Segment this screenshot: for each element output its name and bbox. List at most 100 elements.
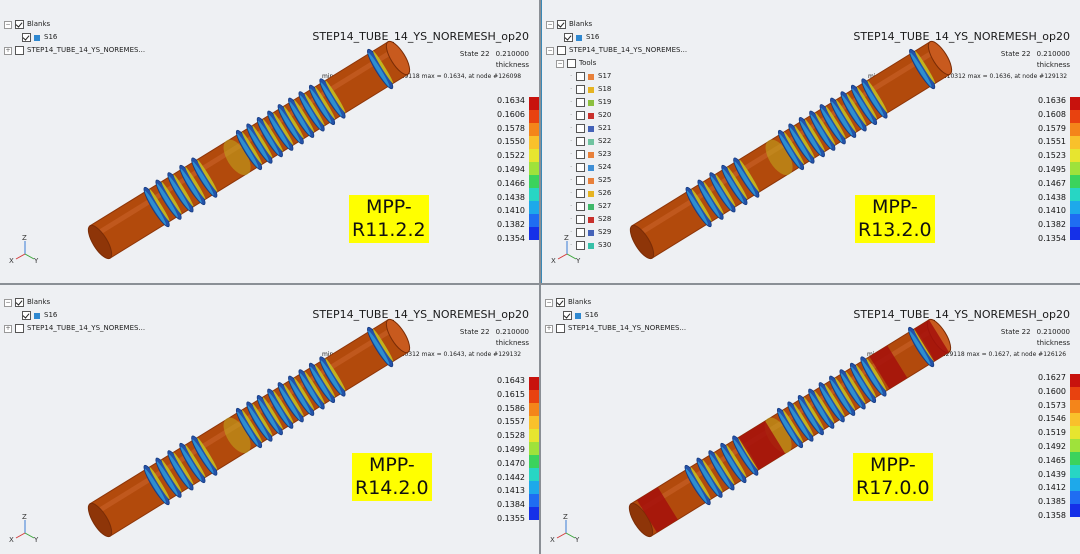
tree-connector: · (570, 163, 573, 171)
ring-edge (727, 166, 748, 200)
checkbox-icon[interactable] (576, 98, 585, 107)
checkbox-icon[interactable] (15, 20, 24, 29)
checkbox-icon[interactable] (576, 176, 585, 185)
tube-model[interactable] (0, 0, 539, 283)
collapse-icon[interactable]: − (556, 59, 564, 68)
tree-row-tool[interactable]: ·S30 (546, 239, 687, 252)
transition-zone (764, 417, 792, 454)
tree-label-blanks: Blanks (569, 20, 593, 28)
tree-row-part[interactable]: S16 (545, 309, 686, 322)
checkbox-icon[interactable] (576, 137, 585, 146)
checkbox-icon[interactable] (15, 298, 24, 307)
ring-inner (368, 330, 390, 365)
collapse-icon[interactable]: − (4, 20, 12, 29)
tree-row-tool[interactable]: ·S17 (546, 70, 687, 83)
tube-model[interactable] (542, 0, 1080, 283)
checkbox-icon[interactable] (563, 311, 572, 320)
tube-model[interactable] (541, 285, 1080, 554)
checkbox-icon[interactable] (576, 189, 585, 198)
tree-row-tool[interactable]: ·S22 (546, 135, 687, 148)
checkbox-icon[interactable] (567, 59, 576, 68)
ring-inner (861, 360, 883, 395)
checkbox-icon[interactable] (556, 324, 565, 333)
tree-row-blanks[interactable]: −Blanks (545, 296, 686, 309)
axis-x-line (557, 253, 568, 260)
tree-row-model[interactable]: +STEP14_TUBE_14_YS_NOREMES... (4, 44, 145, 57)
tree-row-part[interactable]: S16 (4, 31, 145, 44)
forming-ring (267, 110, 294, 151)
axis-y-line (566, 253, 577, 260)
checkbox-icon[interactable] (576, 215, 585, 224)
forming-ring (155, 179, 182, 220)
checkbox-icon[interactable] (576, 72, 585, 81)
tree-row-blanks[interactable]: −Blanks (4, 296, 145, 309)
checkbox-icon[interactable] (557, 20, 566, 29)
axis-x-line (15, 253, 26, 260)
min-max-readout: min = 0.1355, at node #110312 max = 0.16… (322, 351, 522, 358)
checkbox-icon[interactable] (22, 33, 31, 42)
checkbox-icon[interactable] (22, 311, 31, 320)
tree-row-tool[interactable]: ·S25 (546, 174, 687, 187)
forming-ring (733, 157, 760, 198)
checkbox-icon[interactable] (556, 298, 565, 307)
tree-row-part[interactable]: S16 (4, 309, 145, 322)
viewport-bottom-left[interactable]: −Blanks S16 +STEP14_TUBE_14_YS_NOREMES..… (0, 285, 539, 554)
legend-tick-label: 0.1550 (497, 137, 525, 147)
tree-row-tool[interactable]: ·S18 (546, 83, 687, 96)
tree-row-model[interactable]: +STEP14_TUBE_14_YS_NOREMES... (4, 322, 145, 335)
state-value: 0.210000 (495, 50, 529, 58)
tree-row-tool[interactable]: ·S24 (546, 161, 687, 174)
checkbox-icon[interactable] (576, 163, 585, 172)
tree-row-model[interactable]: −STEP14_TUBE_14_YS_NOREMES... (546, 44, 687, 57)
tree-row-model[interactable]: +STEP14_TUBE_14_YS_NOREMES... (545, 322, 686, 335)
expand-icon[interactable]: + (545, 324, 553, 333)
viewport-divider-horizontal[interactable] (0, 283, 1080, 285)
collapse-icon[interactable]: − (546, 20, 554, 29)
tree-row-tool[interactable]: ·S28 (546, 213, 687, 226)
checkbox-icon[interactable] (576, 150, 585, 159)
forming-ring (839, 369, 866, 410)
ring-inner (237, 411, 259, 446)
tool-color-swatch (588, 99, 594, 106)
checkbox-icon[interactable] (576, 241, 585, 250)
tree-row-tool[interactable]: ·S19 (546, 96, 687, 109)
tree-row-part[interactable]: S16 (546, 31, 687, 44)
tree-row-tools[interactable]: −Tools (546, 57, 687, 70)
checkbox-icon[interactable] (576, 228, 585, 237)
viewport-divider-vertical[interactable] (539, 0, 541, 554)
collapse-icon[interactable]: − (546, 46, 554, 55)
checkbox-icon[interactable] (576, 202, 585, 211)
expand-icon[interactable]: + (4, 46, 12, 55)
tube-model[interactable] (0, 285, 539, 554)
legend-tick-label: 0.1636 (1038, 96, 1066, 105)
tree-row-blanks[interactable]: − Blanks (546, 18, 687, 31)
forming-ring (684, 464, 711, 506)
collapse-icon[interactable]: − (4, 298, 12, 307)
checkbox-icon[interactable] (15, 324, 24, 333)
checkbox-icon[interactable] (15, 46, 24, 55)
ring-edge (715, 174, 736, 207)
forming-ring (808, 388, 835, 429)
collapse-icon[interactable]: − (545, 298, 553, 307)
checkbox-icon[interactable] (564, 33, 573, 42)
checkbox-icon[interactable] (576, 124, 585, 133)
legend-color-bar (1070, 374, 1080, 517)
tool-color-swatch (588, 242, 594, 249)
tree-row-tool[interactable]: ·S26 (546, 187, 687, 200)
expand-icon[interactable]: + (4, 324, 12, 333)
tree-row-blanks[interactable]: −Blanks (4, 18, 145, 31)
ring-inner (910, 52, 932, 87)
viewport-top-left[interactable]: −Blanks S16 +STEP14_TUBE_14_YS_NOREMES..… (0, 0, 539, 283)
viewport-bottom-right[interactable]: −Blanks S16 +STEP14_TUBE_14_YS_NOREMES..… (541, 285, 1080, 554)
tree-label-tool: S22 (598, 137, 612, 145)
tree-row-tool[interactable]: ·S29 (546, 226, 687, 239)
tree-row-tool[interactable]: ·S27 (546, 200, 687, 213)
tree-row-tool[interactable]: ·S21 (546, 122, 687, 135)
tree-row-tool[interactable]: ·S20 (546, 109, 687, 122)
checkbox-icon[interactable] (557, 46, 566, 55)
checkbox-icon[interactable] (576, 85, 585, 94)
tree-row-tool[interactable]: ·S23 (546, 148, 687, 161)
checkbox-icon[interactable] (576, 111, 585, 120)
viewport-top-right[interactable]: − Blanks S16 −STEP14_TUBE_14_YS_NOREMES..… (541, 0, 1080, 283)
